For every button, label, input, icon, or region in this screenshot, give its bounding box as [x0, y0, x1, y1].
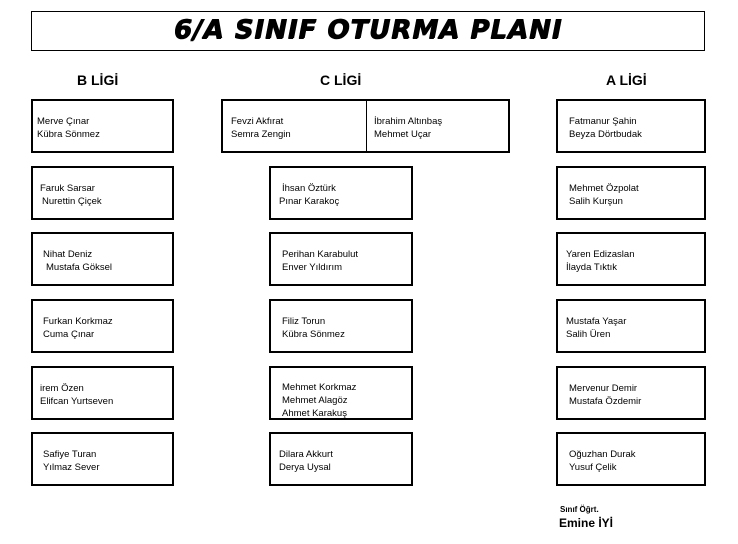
desk-c-2: Perihan Karabulut Enver Yıldırım: [269, 232, 413, 286]
desk-student-1: Dilara Akkurt: [279, 449, 333, 460]
desk-a-4: Mustafa Yaşar Salih Üren: [556, 299, 706, 353]
desk-b-1: Merve Çınar Kübra Sönmez: [31, 99, 174, 153]
desk-c-top: Fevzi Akfırat Semra Zengin İbrahim Altın…: [221, 99, 510, 153]
desk-student-2: Kübra Sönmez: [37, 129, 100, 140]
desk-b-5: irem Özen Elifcan Yurtseven: [31, 366, 174, 420]
desk-student-1: irem Özen: [40, 383, 84, 394]
desk-divider: [366, 101, 367, 151]
desk-student-2: Enver Yıldırım: [282, 262, 343, 273]
desk-student-1: Yaren Edizaslan: [566, 249, 635, 260]
desk-a-6: Oğuzhan Durak Yusuf Çelik: [556, 432, 706, 486]
desk-student-2: Yusuf Çelik: [569, 462, 617, 473]
desk-b-6: Safiye Turan Yılmaz Sever: [31, 432, 174, 486]
desk-student-1: Nihat Deniz: [43, 249, 93, 260]
desk-student-1: Furkan Korkmaz: [43, 316, 113, 327]
desk-a-1: Fatmanur Şahin Beyza Dörtbudak: [556, 99, 706, 153]
desk-student-1: Safiye Turan: [43, 449, 97, 460]
desk-b-2: Faruk Sarsar Nurettin Çiçek: [31, 166, 174, 220]
desk-student-1: Oğuzhan Durak: [569, 449, 636, 460]
desk-student-2: Pınar Karakoç: [279, 196, 340, 207]
desk-student-4: Mehmet Uçar: [374, 129, 432, 140]
desk-student-1: Filiz Torun: [282, 316, 326, 327]
desk-student-2: Elifcan Yurtseven: [40, 396, 114, 407]
desk-a-3: Yaren Edizaslan İlayda Tıktık: [556, 232, 706, 286]
desk-student-1: Mehmet Korkmaz: [282, 382, 357, 393]
desk-c-5: Dilara Akkurt Derya Uysal: [269, 432, 413, 486]
desk-student-1: Faruk Sarsar: [40, 183, 95, 194]
desk-student-2: Cuma Çınar: [43, 329, 95, 340]
desk-b-4: Furkan Korkmaz Cuma Çınar: [31, 299, 174, 353]
column-label-c: C LİGİ: [320, 72, 362, 88]
teacher-role: Sınıf Öğrt.: [560, 505, 599, 514]
desk-student-2: Derya Uysal: [279, 462, 331, 473]
desk-b-3: Nihat Deniz Mustafa Göksel: [31, 232, 174, 286]
desk-student-1: İhsan Öztürk: [282, 183, 336, 194]
desk-student-2: Yılmaz Sever: [43, 462, 100, 473]
desk-student-2: Salih Kurşun: [569, 196, 623, 207]
desk-student-2: Nurettin Çiçek: [42, 196, 102, 207]
desk-student-2: Mehmet Alagöz: [282, 395, 348, 406]
desk-student-3: Ahmet Karakuş: [282, 408, 347, 419]
desk-student-1: Fatmanur Şahin: [569, 116, 637, 127]
desk-student-1: Fevzi Akfırat: [231, 116, 284, 127]
desk-student-1: Perihan Karabulut: [282, 249, 359, 260]
desk-c-3: Filiz Torun Kübra Sönmez: [269, 299, 413, 353]
desk-a-5: Mervenur Demir Mustafa Özdemir: [556, 366, 706, 420]
desk-student-2: İlayda Tıktık: [566, 262, 618, 273]
desk-student-2: Kübra Sönmez: [282, 329, 345, 340]
desk-student-1: Mehmet Özpolat: [569, 183, 639, 194]
desk-a-2: Mehmet Özpolat Salih Kurşun: [556, 166, 706, 220]
desk-student-2: Salih Üren: [566, 329, 611, 340]
desk-c-4: Mehmet Korkmaz Mehmet Alagöz Ahmet Karak…: [269, 366, 413, 420]
desk-student-2: Mustafa Göksel: [46, 262, 112, 273]
desk-student-1: Mustafa Yaşar: [566, 316, 627, 327]
page-title: 6/A SINIF OTURMA PLANI: [173, 15, 563, 45]
teacher-name: Emine İYİ: [559, 516, 614, 530]
desk-student-3: İbrahim Altınbaş: [374, 116, 443, 127]
desk-student-2: Semra Zengin: [231, 129, 291, 140]
title-box: 6/A SINIF OTURMA PLANI: [31, 11, 705, 51]
desk-student-1: Mervenur Demir: [569, 383, 638, 394]
desk-student-1: Merve Çınar: [37, 116, 90, 127]
desk-student-2: Mustafa Özdemir: [569, 396, 642, 407]
desk-c-1: İhsan Öztürk Pınar Karakoç: [269, 166, 413, 220]
desk-student-2: Beyza Dörtbudak: [569, 129, 642, 140]
column-label-b: B LİGİ: [77, 72, 119, 88]
column-label-a: A LİGİ: [606, 72, 647, 88]
